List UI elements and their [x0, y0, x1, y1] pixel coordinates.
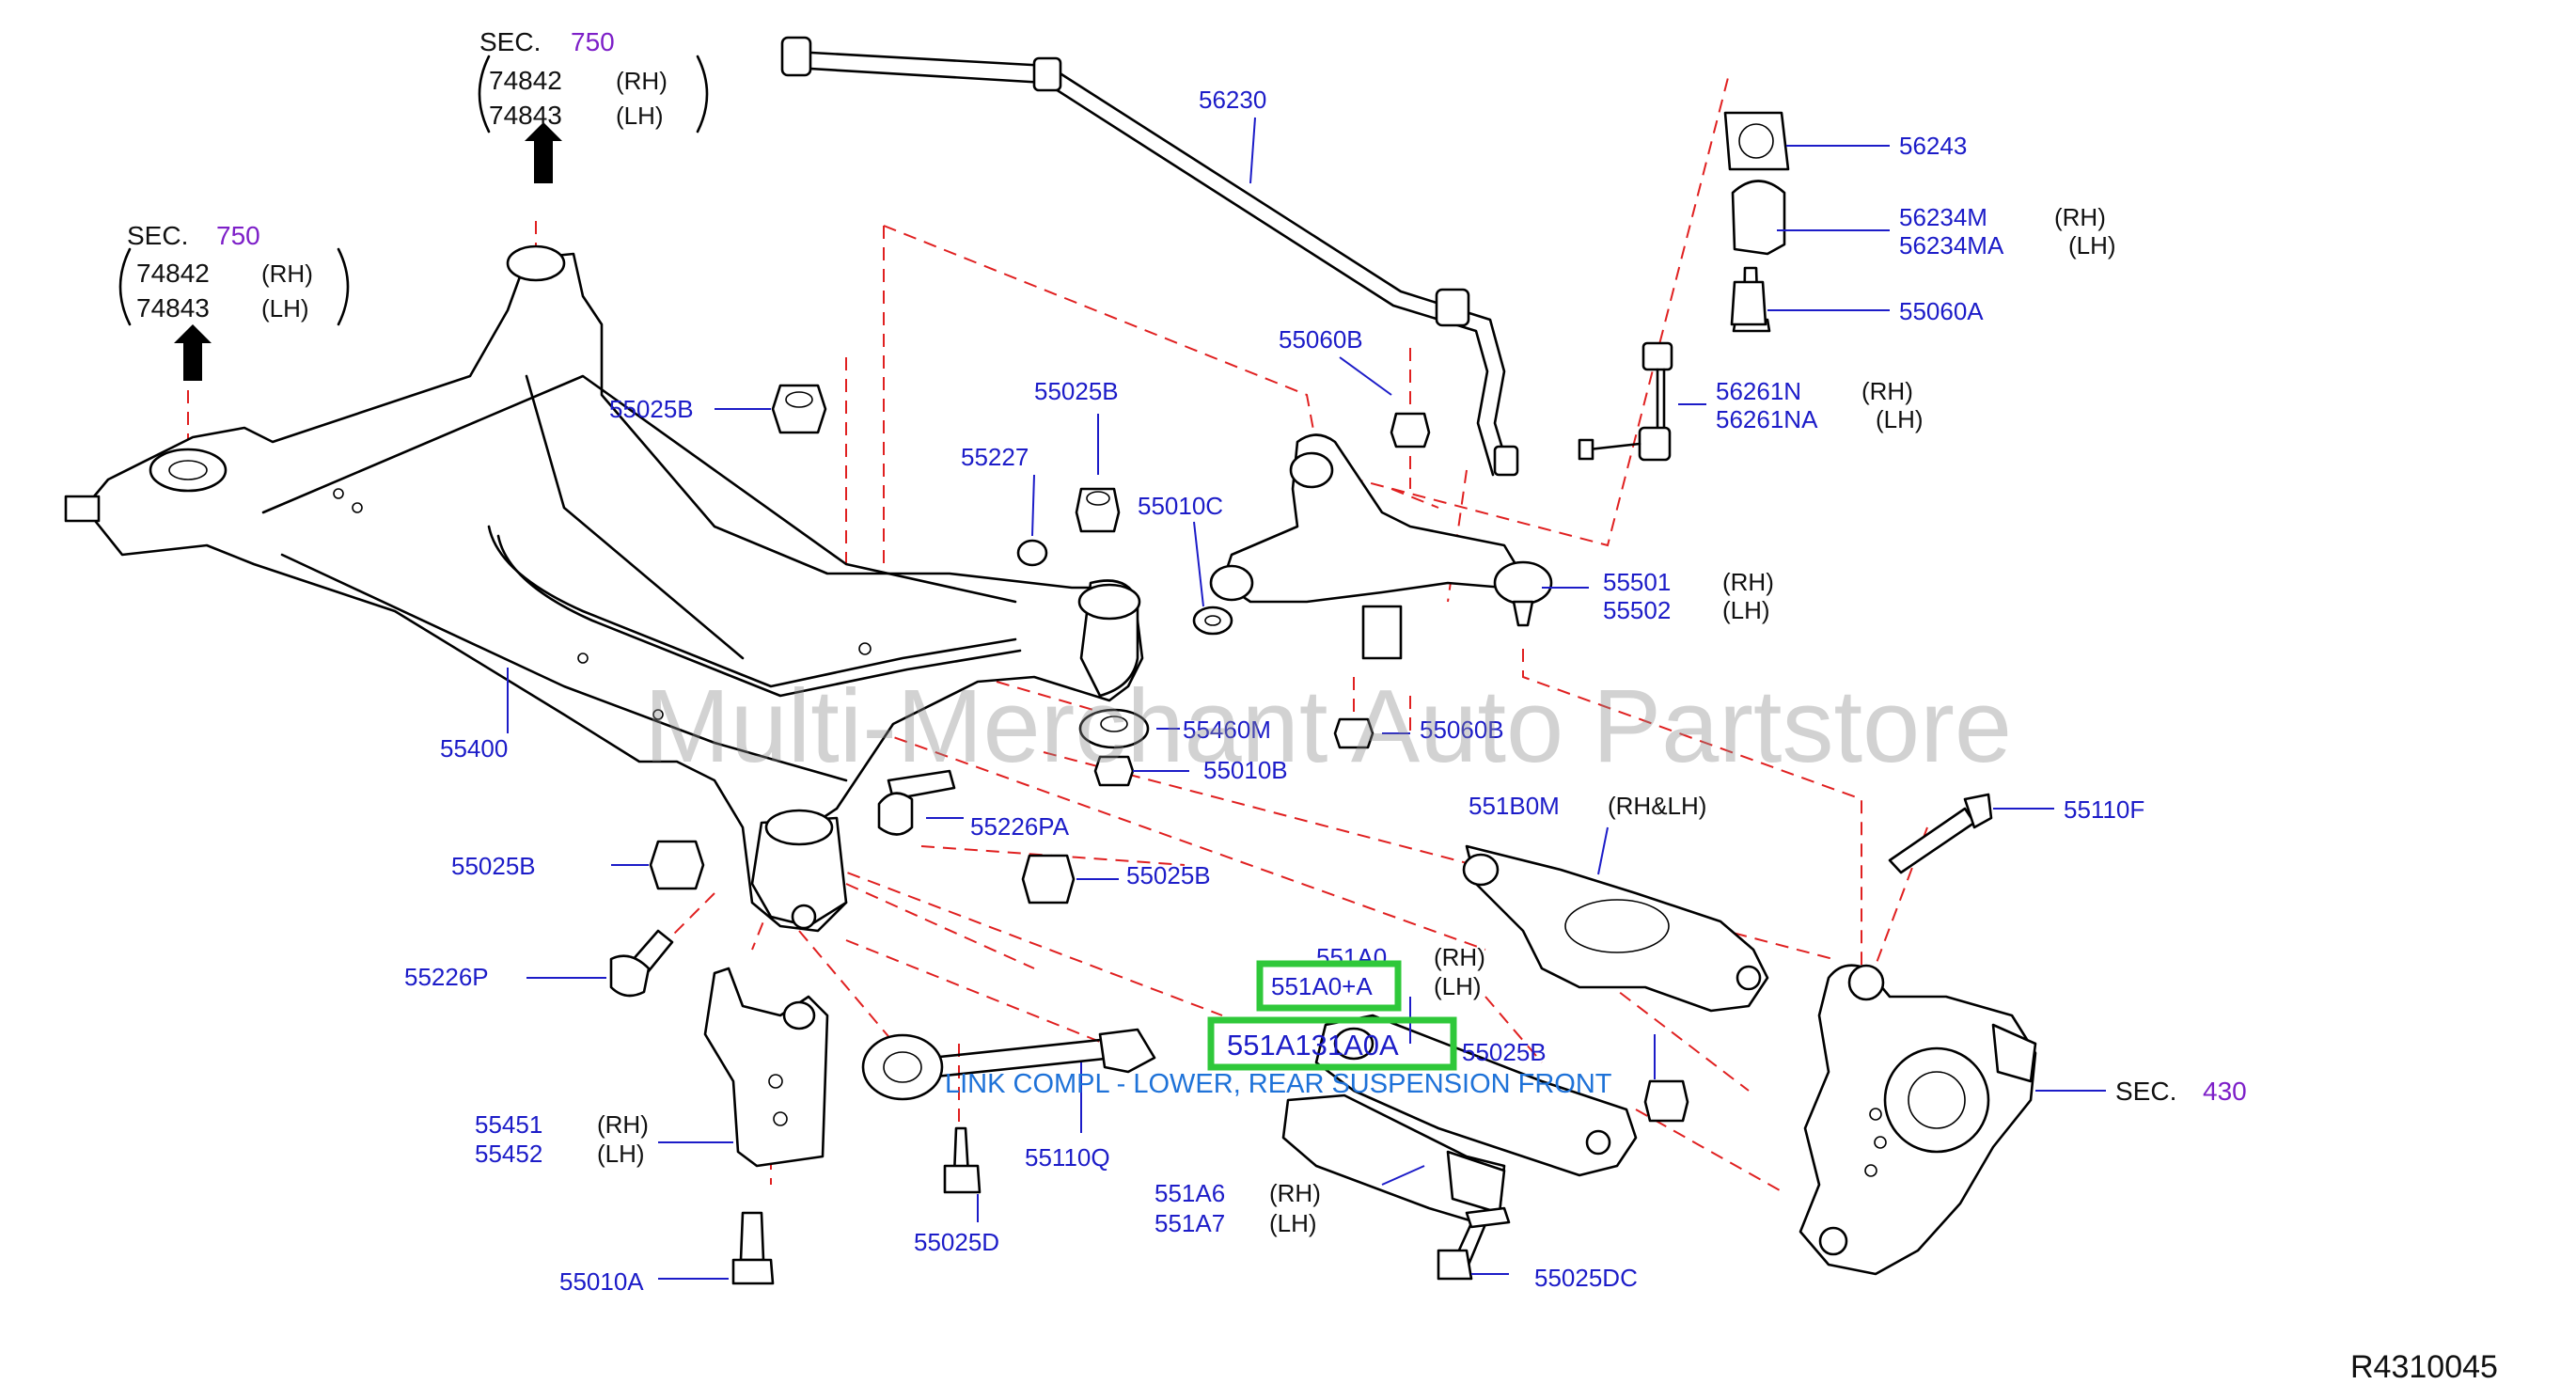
part-label-55010b[interactable]: 55010B — [1203, 756, 1288, 784]
part-labels: 56230 56243 56234M (RH) 56234MA (LH) 550… — [404, 86, 2144, 1296]
sec-side: (RH) — [261, 260, 313, 288]
part-label-55060b[interactable]: 55060B — [1279, 325, 1363, 354]
part-label-55025dc[interactable]: 55025DC — [1534, 1264, 1638, 1292]
bracket-left — [478, 55, 491, 134]
side-label: (LH) — [597, 1140, 645, 1168]
part-label-55025b[interactable]: 55025B — [1126, 861, 1211, 889]
part-label-55226pa[interactable]: 55226PA — [970, 812, 1070, 841]
part-label-55227[interactable]: 55227 — [961, 443, 1029, 471]
lower-front-link — [1314, 1014, 1638, 1177]
part-label-56243[interactable]: 56243 — [1899, 132, 1967, 160]
part-label-56234ma[interactable]: 56234MA — [1899, 231, 2004, 260]
bracket-right — [696, 55, 709, 134]
part-label-56230[interactable]: 56230 — [1199, 86, 1266, 114]
side-label: (RH) — [2054, 203, 2106, 231]
part-label-551a6[interactable]: 551A6 — [1154, 1179, 1225, 1207]
part-label-56234m[interactable]: 56234M — [1899, 203, 1987, 231]
link-assy — [861, 1028, 1156, 1101]
side-label: (RH) — [1434, 943, 1485, 971]
part-label-56261na[interactable]: 56261NA — [1716, 405, 1818, 433]
diagram-reference-code: R4310045 — [2350, 1349, 2498, 1385]
part-label-55400[interactable]: 55400 — [440, 734, 508, 763]
fasteners — [609, 280, 1993, 1285]
sec-prefix: SEC. — [479, 27, 541, 56]
part-label-55110q[interactable]: 55110Q — [1025, 1143, 1110, 1172]
stabilizer-bar — [780, 36, 1519, 477]
stabilizer-link — [1578, 341, 1673, 462]
leader-lines — [507, 117, 2106, 1280]
sec-part: 74842 — [489, 66, 562, 95]
side-label: (LH) — [1722, 596, 1770, 624]
knuckle — [1798, 964, 2037, 1276]
sec-side: (RH) — [616, 67, 668, 95]
sec-part: 74843 — [489, 101, 562, 130]
part-label-551b0m[interactable]: 551B0M — [1469, 792, 1560, 820]
part-label-55025b[interactable]: 55025B — [451, 852, 536, 880]
part-label-551a0-a[interactable]: 551A0+A — [1271, 972, 1373, 1000]
part-label-55060a[interactable]: 55060A — [1899, 297, 1984, 325]
upper-link — [1209, 433, 1553, 660]
up-arrow-icon — [525, 122, 562, 183]
bracket-right — [337, 247, 350, 326]
part-label-56261n[interactable]: 56261N — [1716, 377, 1801, 405]
lower-rear-arm — [1462, 844, 1769, 1013]
part-label-55460m[interactable]: 55460M — [1183, 716, 1271, 744]
bracket — [703, 967, 829, 1168]
part-label-55025d[interactable]: 55025D — [914, 1228, 999, 1256]
part-label-55025b[interactable]: 55025B — [1034, 377, 1119, 405]
watermark: Multi-Merchant Auto Partstore — [644, 669, 2012, 784]
section-ref-right: SEC. 430 — [2115, 1077, 2247, 1106]
sec-side: (LH) — [616, 102, 664, 130]
side-label: (LH) — [1876, 405, 1924, 433]
part-label-55501[interactable]: 55501 — [1603, 568, 1671, 596]
sec-number[interactable]: 430 — [2203, 1077, 2247, 1106]
side-label: (LH) — [1434, 972, 1482, 1000]
highlight-box — [1256, 960, 1402, 1012]
part-label-55025b[interactable]: 55025B — [1462, 1038, 1547, 1066]
sec750-arrows — [174, 122, 562, 381]
side-label: (RH) — [597, 1110, 649, 1139]
part-label-55010a[interactable]: 55010A — [559, 1267, 644, 1296]
side-label: (LH) — [1269, 1209, 1317, 1237]
highlighted-part-caption: LINK COMPL - LOWER, REAR SUSPENSION FRON… — [945, 1069, 1612, 1099]
sec-part: 74842 — [136, 259, 210, 288]
up-arrow-icon — [174, 324, 212, 381]
part-label-55452[interactable]: 55452 — [475, 1140, 542, 1168]
side-label: (RH) — [1722, 568, 1774, 596]
sec-number[interactable]: 750 — [571, 27, 615, 56]
sec-part: 74843 — [136, 293, 210, 322]
part-label-55451[interactable]: 55451 — [475, 1110, 542, 1139]
part-label-55010c[interactable]: 55010C — [1138, 492, 1223, 520]
section-ref-upper: SEC. 750 74842 (RH) 74843 (LH) — [479, 27, 668, 130]
side-label: (RH&LH) — [1608, 792, 1706, 820]
part-label-55226p[interactable]: 55226P — [404, 963, 489, 991]
part-label-55025b[interactable]: 55025B — [609, 395, 694, 423]
part-label-55502[interactable]: 55502 — [1603, 596, 1671, 624]
side-label: (LH) — [2068, 231, 2116, 260]
sec-prefix: SEC. — [127, 221, 188, 250]
side-label: (RH) — [1861, 377, 1913, 405]
part-label-551a7[interactable]: 551A7 — [1154, 1209, 1225, 1237]
part-label-55110f[interactable]: 55110F — [2064, 795, 2144, 824]
suspension-member — [64, 244, 1144, 933]
part-label-55060b[interactable]: 55060B — [1420, 716, 1504, 744]
side-label: (RH) — [1269, 1179, 1321, 1207]
bracket-left — [118, 247, 132, 326]
sec-number[interactable]: 750 — [216, 221, 260, 250]
sec-side: (LH) — [261, 294, 309, 322]
section-ref-left: SEC. 750 74842 (RH) 74843 (LH) — [127, 221, 313, 322]
part-label-551a131a0a[interactable]: 551A131A0A — [1227, 1029, 1399, 1062]
sec-prefix: SEC. — [2115, 1077, 2176, 1106]
highlight-box — [1207, 1016, 1457, 1071]
